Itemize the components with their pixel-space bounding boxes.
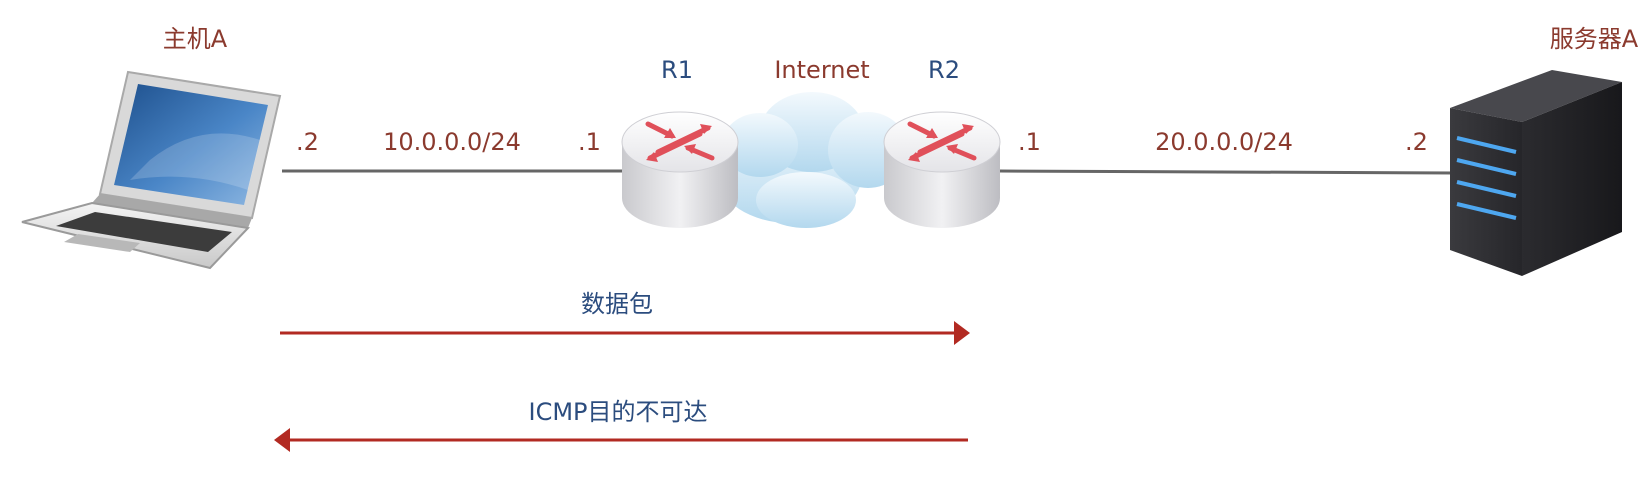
- r1-interface-label: .1: [578, 128, 601, 156]
- reply-arrow: [274, 428, 968, 452]
- server-label: 服务器A: [1549, 25, 1639, 53]
- link-right: [999, 169, 1456, 175]
- server-icon: [1450, 70, 1622, 276]
- r2-interface-label: .1: [1018, 128, 1041, 156]
- router-r2-icon: [883, 111, 1001, 228]
- host-interface-label: .2: [296, 128, 319, 156]
- right-network-label: 20.0.0.0/24: [1155, 128, 1293, 156]
- server-drive-bays: [1456, 136, 1517, 220]
- router-r1-label: R1: [661, 56, 693, 84]
- server-interface-label: .2: [1405, 128, 1428, 156]
- host-label: 主机A: [162, 25, 228, 53]
- internet-cloud-icon: [718, 92, 908, 228]
- router-r1-icon: [621, 111, 739, 228]
- reply-flow-label: ICMP目的不可达: [528, 398, 708, 426]
- left-network-label: 10.0.0.0/24: [383, 128, 521, 156]
- internet-label: Internet: [774, 56, 870, 84]
- laptop-icon: [21, 70, 282, 270]
- forward-arrow: [280, 321, 970, 345]
- forward-flow-label: 数据包: [581, 290, 653, 318]
- router-r2-label: R2: [928, 56, 960, 84]
